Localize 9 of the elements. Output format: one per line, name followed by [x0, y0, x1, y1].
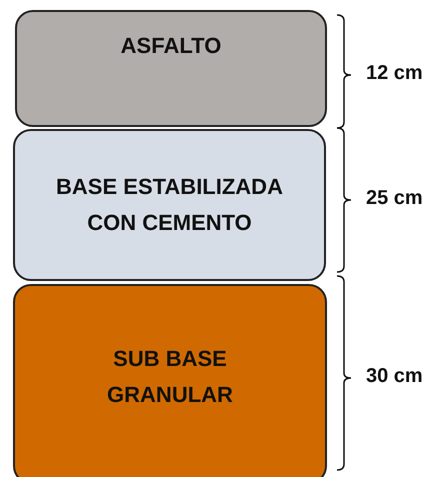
- layer-label: ASFALTO: [120, 32, 222, 60]
- dimension-label: 12 cm: [366, 62, 423, 85]
- layer-box: [13, 129, 326, 281]
- layer-label: SUB BASE GRANULAR: [106, 345, 234, 409]
- layer-label: BASE ESTABILIZADA CON CEMENTO: [55, 173, 284, 237]
- layer-box: [15, 10, 327, 127]
- dimension-label: 30 cm: [366, 365, 423, 388]
- layer-box: [13, 284, 327, 477]
- dimension-label: 25 cm: [366, 187, 423, 210]
